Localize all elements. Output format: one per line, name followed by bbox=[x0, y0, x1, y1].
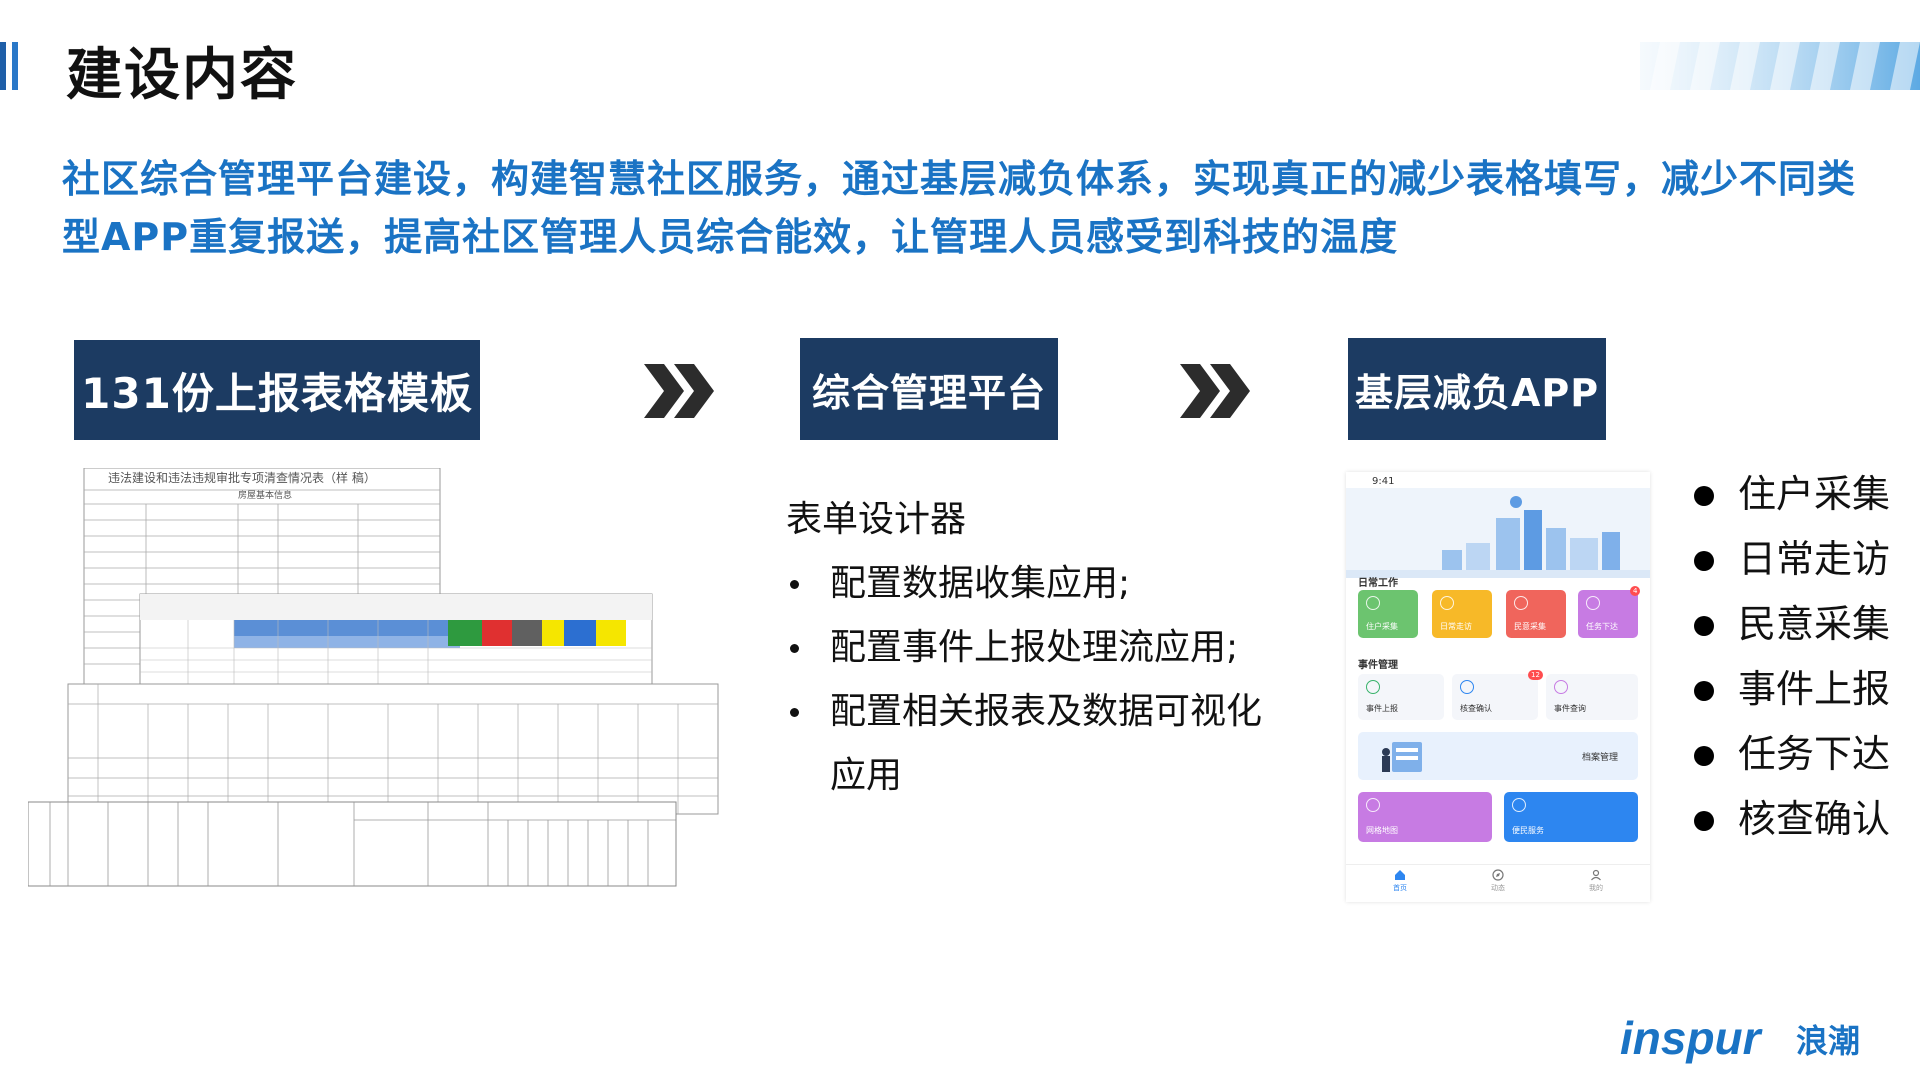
nav-dynamic[interactable]: 动态 bbox=[1478, 869, 1518, 893]
list-item: 日常走访 bbox=[1690, 527, 1890, 592]
page-title: 建设内容 bbox=[66, 43, 298, 108]
walk-icon bbox=[1440, 596, 1454, 610]
list-item: 任务下达 bbox=[1690, 722, 1890, 787]
app-feature-list: 住户采集 日常走访 民意采集 事件上报 任务下达 核查确认 bbox=[1690, 462, 1890, 852]
house-icon bbox=[1366, 596, 1380, 610]
list-item: 事件上报 bbox=[1690, 657, 1890, 722]
form-designer-list: 配置数据收集应用; 配置事件上报处理流应用; 配置相关报表及数据可视化应用 bbox=[786, 552, 1286, 808]
tile-archive-management[interactable]: 档案管理 bbox=[1358, 732, 1638, 780]
event-badge: 12 bbox=[1528, 670, 1543, 680]
nav-home[interactable]: 首页 bbox=[1380, 869, 1420, 893]
step-box-templates: 131份上报表格模板 bbox=[74, 340, 480, 440]
title-accent-bars bbox=[0, 42, 22, 90]
archive-illustration-icon bbox=[1382, 742, 1422, 772]
compass-icon bbox=[1492, 869, 1504, 881]
list-item: 核查确认 bbox=[1690, 787, 1890, 852]
list-item: 配置数据收集应用; bbox=[786, 552, 1286, 616]
intro-text: 社区综合管理平台建设，构建智慧社区服务，通过基层减负体系，实现真正的减少表格填写… bbox=[62, 157, 1857, 259]
heart-icon bbox=[1512, 798, 1526, 812]
header-decoration bbox=[1640, 42, 1920, 90]
task-icon bbox=[1586, 596, 1600, 610]
map-icon bbox=[1366, 798, 1380, 812]
step-box-platform: 综合管理平台 bbox=[800, 338, 1058, 440]
svg-text:inspur: inspur bbox=[1620, 1012, 1763, 1064]
inspur-logo: inspur 浪潮 bbox=[1620, 1012, 1860, 1064]
double-chevron-right-icon bbox=[644, 364, 714, 418]
list-item: 住户采集 bbox=[1690, 462, 1890, 527]
tile-grid-map[interactable]: 网格地图 bbox=[1358, 792, 1492, 842]
search-icon bbox=[1554, 680, 1568, 694]
form-designer-title: 表单设计器 bbox=[786, 499, 967, 540]
tile-event-query[interactable]: 事件查询 bbox=[1546, 674, 1638, 720]
event-management-heading: 事件管理 bbox=[1358, 660, 1398, 671]
check-icon bbox=[1460, 680, 1474, 694]
tile-opinion-collect[interactable]: 民意采集 bbox=[1506, 590, 1566, 638]
home-icon bbox=[1395, 870, 1405, 880]
report-icon bbox=[1366, 680, 1380, 694]
form-title-text: 违法建设和违法违规审批专项清查情况表（样 稿） bbox=[108, 470, 376, 485]
double-chevron-right-icon bbox=[1180, 364, 1250, 418]
form-templates-collage: 违法建设和违法违规审批专项清查情况表（样 稿） 房屋基本信息 bbox=[28, 468, 719, 887]
step-box-app: 基层减负APP bbox=[1348, 338, 1606, 440]
user-icon bbox=[1591, 869, 1601, 881]
list-item: 配置相关报表及数据可视化应用 bbox=[786, 680, 1286, 808]
list-item: 民意采集 bbox=[1690, 592, 1890, 657]
app-bottom-nav: 首页 动态 我的 bbox=[1346, 864, 1650, 902]
tile-daily-visit[interactable]: 日常走访 bbox=[1432, 590, 1492, 638]
tile-convenience-service[interactable]: 便民服务 bbox=[1504, 792, 1638, 842]
svg-text:浪潮: 浪潮 bbox=[1796, 1022, 1860, 1060]
daily-work-heading: 日常工作 bbox=[1358, 578, 1398, 589]
tile-verify-confirm[interactable]: 核查确认 bbox=[1452, 674, 1538, 720]
task-badge: 4 bbox=[1630, 586, 1641, 596]
form-subtitle-text: 房屋基本信息 bbox=[238, 489, 292, 501]
city-illustration bbox=[1346, 488, 1650, 578]
nav-mine[interactable]: 我的 bbox=[1576, 869, 1616, 893]
tile-task-assign[interactable]: 任务下达 bbox=[1578, 590, 1638, 638]
tile-event-report[interactable]: 事件上报 bbox=[1358, 674, 1444, 720]
status-time: 9:41 bbox=[1372, 476, 1395, 487]
chat-icon bbox=[1514, 596, 1528, 610]
app-screenshot: 9:41 日常工作 住户采集 日常走访 民意采集 任务下达 4 事件管理 事件上… bbox=[1346, 472, 1650, 902]
list-item: 配置事件上报处理流应用; bbox=[786, 616, 1286, 680]
tile-resident-collect[interactable]: 住户采集 bbox=[1358, 590, 1418, 638]
